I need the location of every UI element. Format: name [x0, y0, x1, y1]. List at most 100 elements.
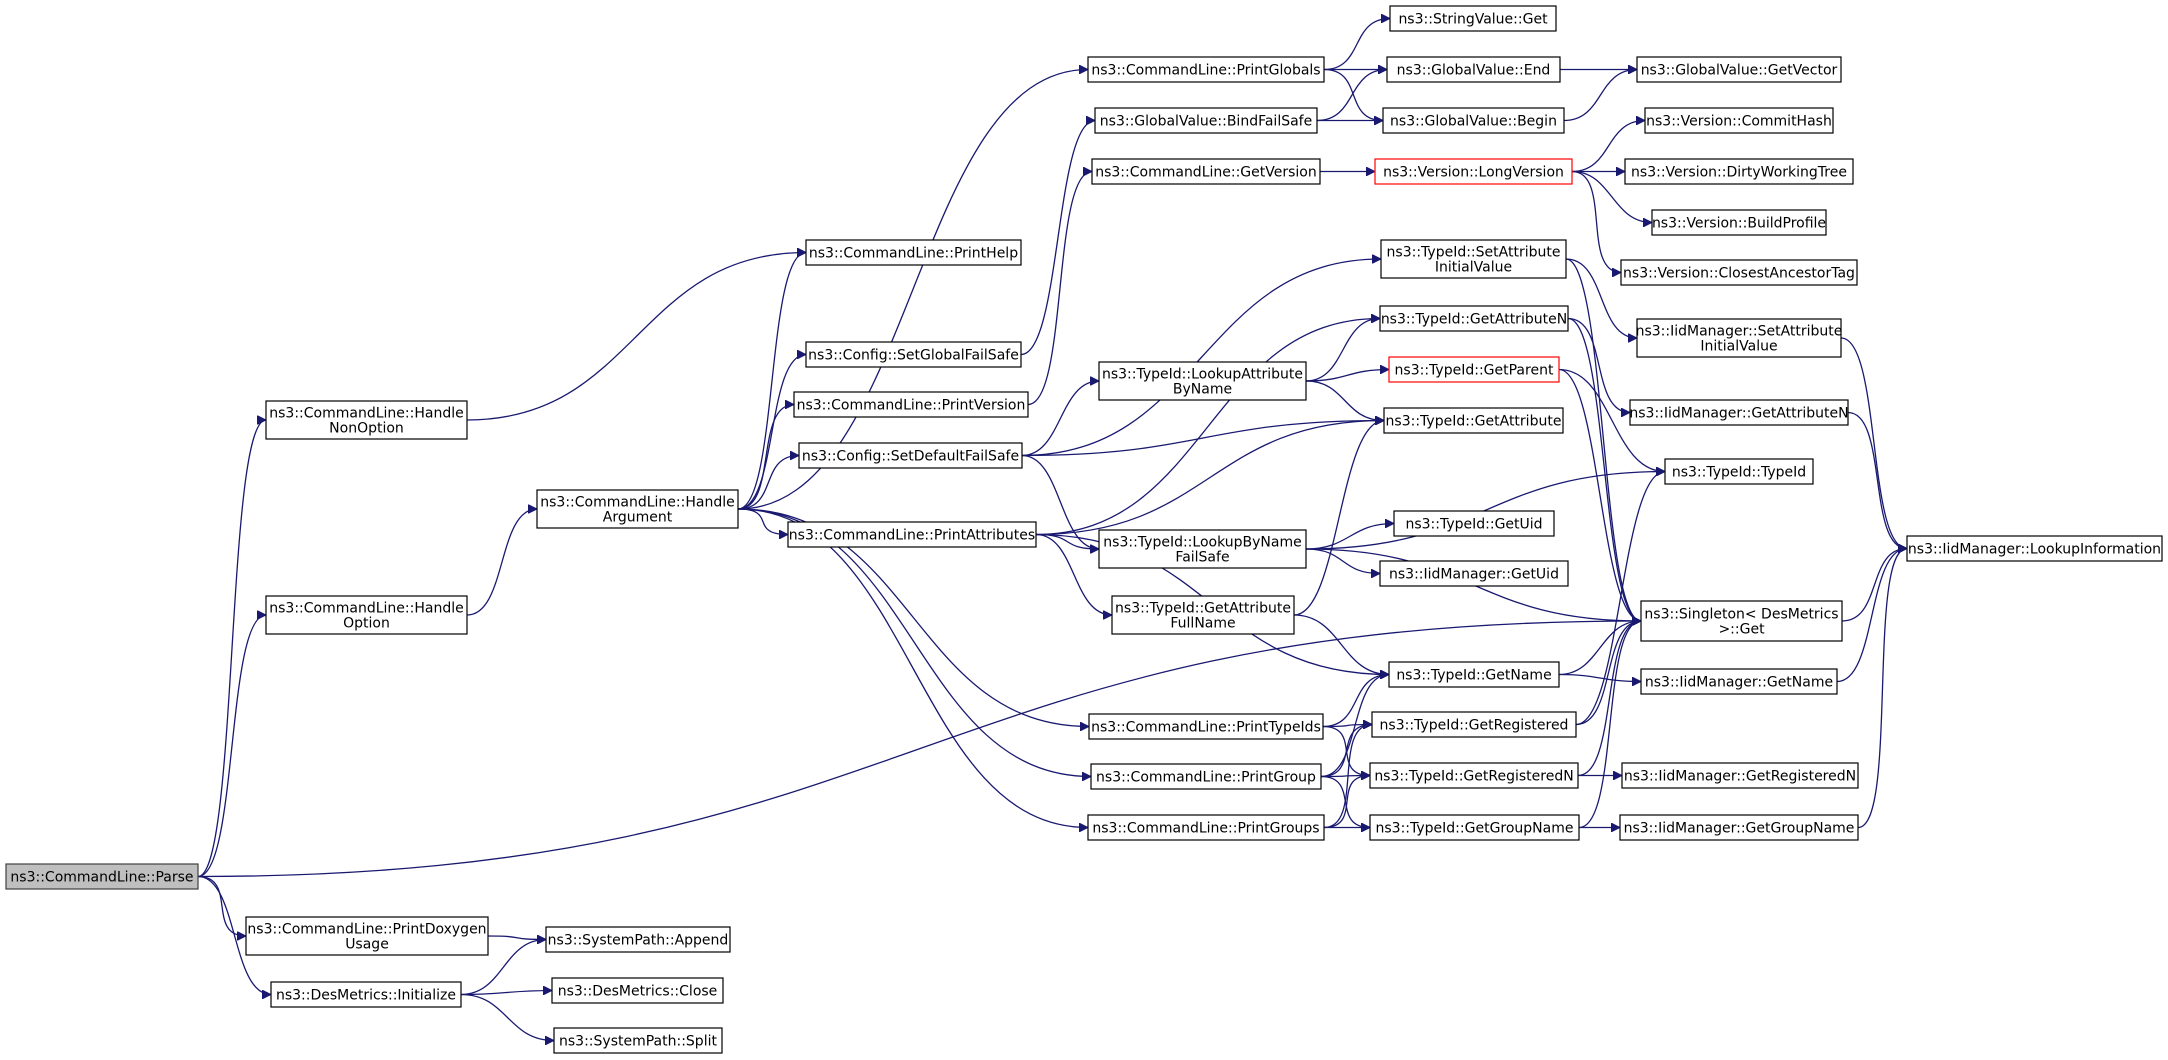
node-print-version[interactable]: ns3::CommandLine::PrintVersion: [793, 391, 1029, 418]
edge-typeid_getregisteredn-to-singleton_get: [1577, 621, 1642, 777]
node-label: ns3::CommandLine::Handle: [269, 601, 463, 617]
edge-handle_argument-to-print_typeids: [737, 508, 1089, 727]
node-version-closestancestortag[interactable]: ns3::Version::ClosestAncestorTag: [1620, 259, 1858, 286]
node-desmetrics-close[interactable]: ns3::DesMetrics::Close: [551, 977, 724, 1004]
edge-config_setdefaultfailsafe-to-typeid_lookupbynamefailsafe: [1021, 454, 1099, 550]
edge-parse-to-print_doxygen_usage: [197, 875, 246, 937]
edge-version_longversion-to-version_commithash: [1571, 121, 1645, 173]
edge-print_group-to-typeid_getregisteredn: [1320, 776, 1370, 777]
node-systempath-append[interactable]: ns3::SystemPath::Append: [545, 926, 731, 953]
node-label: ns3::SystemPath::Append: [548, 933, 729, 949]
node-typeid-getregisteredn[interactable]: ns3::TypeId::GetRegisteredN: [1369, 762, 1579, 789]
node-iidmanager-getattributen[interactable]: ns3::IidManager::GetAttributeN: [1629, 399, 1849, 426]
node-typeid-getgroupname[interactable]: ns3::TypeId::GetGroupName: [1369, 814, 1580, 841]
node-box: [1619, 814, 1859, 841]
node-label: Argument: [603, 510, 673, 526]
node-label: ns3::Singleton< DesMetrics: [1644, 607, 1838, 623]
edge-handle_argument-to-print_help: [737, 253, 807, 510]
node-singleton-get[interactable]: ns3::Singleton< DesMetrics >::Get: [1640, 600, 1843, 642]
node-config-setdefaultfailsafe[interactable]: ns3::Config::SetDefaultFailSafe: [798, 442, 1023, 469]
node-iidmanager-getgroupname[interactable]: ns3::IidManager::GetGroupName: [1619, 814, 1859, 841]
node-box: [1383, 407, 1564, 434]
node-typeid-getregistered[interactable]: ns3::TypeId::GetRegistered: [1371, 711, 1577, 738]
node-iidmanager-getuid[interactable]: ns3::IidManager::GetUid: [1379, 560, 1569, 587]
node-label: ns3::Version::CommitHash: [1646, 114, 1832, 130]
node-label: ns3::TypeId::LookupAttribute: [1102, 367, 1303, 383]
node-box: [1379, 305, 1569, 332]
node-version-dirtyworkingtree[interactable]: ns3::Version::DirtyWorkingTree: [1624, 158, 1854, 185]
node-globalvalue-end[interactable]: ns3::GlobalValue::End: [1386, 56, 1561, 83]
edge-typeid_getparent-to-typeid_typeid: [1558, 368, 1665, 472]
node-typeid-typeid[interactable]: ns3::TypeId::TypeId: [1664, 458, 1814, 485]
edge-handle_argument-to-print_attributes: [737, 508, 788, 535]
node-label: Usage: [345, 937, 389, 953]
node-box: [1111, 595, 1295, 635]
node-print-attributes[interactable]: ns3::CommandLine::PrintAttributes: [787, 521, 1037, 548]
node-box: [1388, 661, 1560, 688]
node-iidmanager-lookupinformation[interactable]: ns3::IidManager::LookupInformation: [1906, 535, 2163, 562]
node-iidmanager-setattributeinitialvalue[interactable]: ns3::IidManager::SetAttributeInitialValu…: [1636, 318, 1843, 358]
node-globalvalue-bindfailsafe[interactable]: ns3::GlobalValue::BindFailSafe: [1094, 107, 1318, 134]
node-label: Option: [343, 616, 390, 632]
node-box: [1621, 762, 1859, 789]
node-systempath-split[interactable]: ns3::SystemPath::Split: [553, 1027, 723, 1054]
node-version-commithash[interactable]: ns3::Version::CommitHash: [1644, 107, 1834, 134]
edge-print_group-to-typeid_getregistered: [1320, 725, 1372, 778]
node-typeid-getattributen[interactable]: ns3::TypeId::GetAttributeN: [1379, 305, 1569, 332]
node-parse[interactable]: ns3::CommandLine::Parse: [5, 863, 199, 890]
node-print-typeids[interactable]: ns3::CommandLine::PrintTypeIds: [1088, 713, 1324, 740]
node-box: [1389, 5, 1557, 32]
node-label: ns3::CommandLine::Parse: [10, 870, 193, 886]
node-box: [787, 521, 1037, 548]
node-stringvalue-get[interactable]: ns3::StringValue::Get: [1389, 5, 1557, 32]
edge-iidmanager_getattributen-to-iidmanager_lookupinformation: [1847, 411, 1908, 549]
edge-print_typeids-to-typeid_getregistered: [1322, 725, 1372, 727]
node-print-globals[interactable]: ns3::CommandLine::PrintGlobals: [1087, 56, 1325, 83]
node-label: ns3::TypeId::GetParent: [1395, 363, 1554, 379]
node-label: ns3::CommandLine::PrintGroups: [1092, 821, 1319, 837]
edge-iidmanager_getgroupname-to-iidmanager_lookupinformation: [1857, 549, 1908, 829]
edges-layer: [197, 19, 1908, 1041]
node-globalvalue-getvector[interactable]: ns3::GlobalValue::GetVector: [1636, 56, 1842, 83]
node-label: ByName: [1173, 382, 1232, 398]
node-config-setglobalfailsafe[interactable]: ns3::Config::SetGlobalFailSafe: [805, 341, 1022, 368]
edge-typeid_getregistered-to-typeid_typeid: [1575, 472, 1666, 726]
node-iidmanager-getname[interactable]: ns3::IidManager::GetName: [1640, 668, 1838, 695]
edge-print_version-to-get_version: [1027, 172, 1093, 406]
node-label: >::Get: [1718, 622, 1765, 638]
node-box: [1098, 529, 1307, 569]
node-desmetrics-initialize[interactable]: ns3::DesMetrics::Initialize: [270, 981, 462, 1008]
node-globalvalue-begin[interactable]: ns3::GlobalValue::Begin: [1382, 107, 1565, 134]
node-version-buildprofile[interactable]: ns3::Version::BuildProfile: [1651, 209, 1827, 236]
edge-print_groups-to-typeid_getregistered: [1323, 725, 1372, 829]
node-print-groups[interactable]: ns3::CommandLine::PrintGroups: [1087, 814, 1325, 841]
node-label: ns3::TypeId::GetAttribute: [1386, 414, 1562, 430]
node-box: [265, 595, 468, 635]
node-get-version[interactable]: ns3::CommandLine::GetVersion: [1091, 158, 1321, 185]
node-print-help[interactable]: ns3::CommandLine::PrintHelp: [805, 239, 1022, 266]
node-label: ns3::IidManager::GetRegisteredN: [1624, 769, 1856, 785]
node-box: [1094, 107, 1318, 134]
edge-typeid_lookupbynamefailsafe-to-typeid_typeid: [1305, 472, 1665, 550]
node-version-longversion[interactable]: ns3::Version::LongVersion: [1374, 158, 1573, 185]
node-box: [245, 916, 489, 956]
node-label: ns3::TypeId::TypeId: [1672, 465, 1806, 481]
node-iidmanager-getregisteredn[interactable]: ns3::IidManager::GetRegisteredN: [1621, 762, 1859, 789]
node-label: ns3::Version::ClosestAncestorTag: [1623, 266, 1855, 282]
edge-print_globals-to-stringvalue_get: [1323, 19, 1390, 71]
node-print-group[interactable]: ns3::CommandLine::PrintGroup: [1090, 763, 1322, 790]
node-typeid-getparent[interactable]: ns3::TypeId::GetParent: [1388, 356, 1560, 383]
node-typeid-getname[interactable]: ns3::TypeId::GetName: [1388, 661, 1560, 688]
node-typeid-getattribute[interactable]: ns3::TypeId::GetAttribute: [1383, 407, 1564, 434]
node-typeid-getuid[interactable]: ns3::TypeId::GetUid: [1393, 510, 1555, 537]
node-label: ns3::CommandLine::Handle: [269, 406, 463, 422]
node-label: ns3::DesMetrics::Close: [558, 984, 718, 1000]
